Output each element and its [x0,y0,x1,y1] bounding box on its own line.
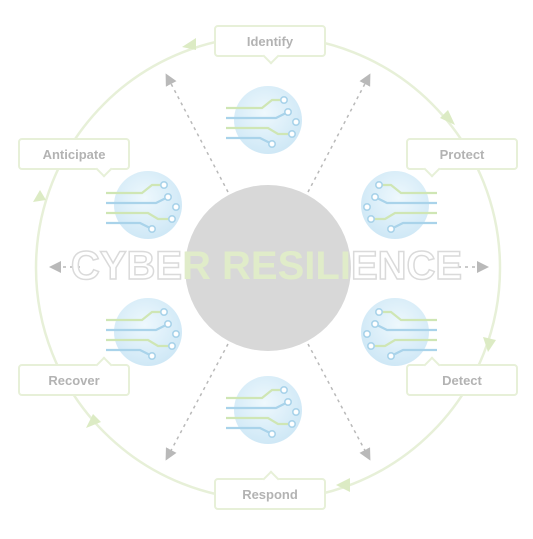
cyber-resilience-title: CYBER RESILIENCE [0,243,533,289]
title-part-right: ENCE [350,243,463,289]
arrowhead-to-recover [86,414,101,428]
cycle-arrowheads [33,38,496,492]
node-respond-circuit-chip-icon [226,376,302,444]
node-protect-circuit-chip-icon [361,171,437,239]
stage-label-respond: Respond [214,470,326,510]
stage-label-identify: Identify [214,25,326,65]
node-detect-circuit-chip-icon [361,298,437,366]
spoke-down-left [165,343,229,461]
spoke-up-left [165,73,229,193]
title-part-middle: R RESILI [182,244,351,288]
center-circle [185,185,351,351]
dashed-spokes [49,73,489,461]
stage-label-anticipate: Anticipate [18,138,130,178]
title-part-left: CYBE [70,243,183,289]
node-recover-circuit-chip-icon [106,298,182,366]
arrowhead-to-anticipate [33,190,46,202]
arrowhead-to-respond [336,478,350,492]
arrowhead-to-identify [182,38,196,50]
spoke-down-right [307,343,371,461]
arrowhead-to-detect [483,337,496,352]
stage-label-protect: Protect [406,138,518,178]
stage-label-recover: Recover [18,356,130,396]
spoke-up-right [307,73,371,193]
arrowhead-to-protect [440,110,455,125]
node-anticipate-circuit-chip-icon [106,171,182,239]
node-identify-circuit-chip-icon [226,86,302,154]
circuit-nodes [106,86,437,444]
stage-label-detect: Detect [406,356,518,396]
